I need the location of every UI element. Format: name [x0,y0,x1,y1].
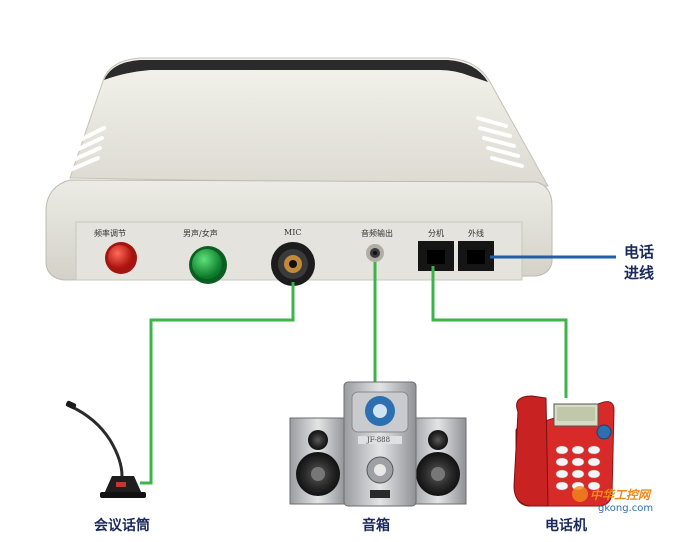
cable-mic [140,282,295,485]
panel-label-audio-out: 音频输出 [361,229,393,238]
voice-box-device [45,57,553,286]
panel-label-line: 外线 [468,229,484,238]
watermark-brand: 中华工控网 [590,488,651,502]
phone-line-in-label: 电话 进线 [624,242,654,284]
conference-microphone [65,400,146,498]
phone-line-in-label-line1: 电话 [624,243,655,261]
panel-label-extension: 分机 [428,229,444,238]
watermark-logo-icon [572,486,588,502]
panel-label-frequency: 频率调节 [94,229,126,238]
caption-speakers: 音箱 [362,518,390,534]
right-vent-slots [476,116,524,168]
panel-label-voice: 男声/女声 [183,229,218,238]
green-cables [140,262,568,485]
desk-telephone [513,395,615,507]
watermark-url: gkong.com [598,503,654,514]
speaker-system [289,381,467,507]
phone-keypad [555,445,601,491]
device-top-edge [104,60,488,82]
phone-handset [513,395,549,507]
mic-gooseneck [69,404,124,477]
left-vent-slots [68,126,106,172]
caption-phone: 电话机 [545,518,587,534]
panel-label-mic: MIC [284,228,302,237]
device-top-shell [69,57,549,187]
phone-line-in-label-line2: 进线 [624,264,655,282]
cable-phone [431,266,568,398]
speaker-model-badge: JF-888 [367,436,391,444]
caption-microphone: 会议话筒 [94,518,150,534]
